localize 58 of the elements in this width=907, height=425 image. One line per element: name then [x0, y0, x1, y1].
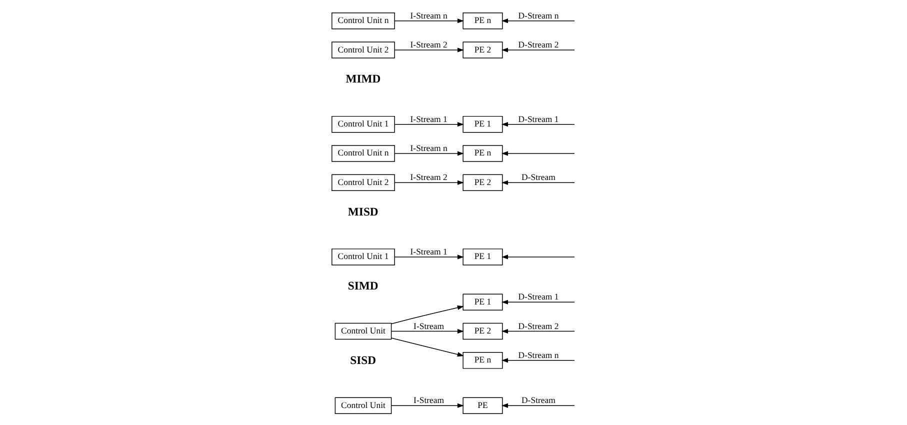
node-box: Control Unit n: [332, 12, 395, 30]
node-box: PE n: [462, 12, 503, 30]
label: MISD: [348, 205, 378, 218]
edge-label: D-Stream: [522, 172, 556, 182]
arrow: [501, 122, 575, 127]
node-box: PE 1: [462, 294, 503, 310]
edge-label: D-Stream n: [518, 350, 559, 360]
edge-label: I-Stream n: [410, 143, 448, 153]
arrow: [390, 328, 464, 334]
node-box: PE: [462, 397, 503, 414]
arrow: [394, 48, 464, 52]
node-box: Control Unit: [334, 397, 392, 414]
node-box: PE n: [462, 145, 503, 162]
node-box: Control Unit 2: [332, 174, 395, 191]
arrow: [501, 254, 575, 260]
edge-label: I-Stream: [414, 320, 444, 331]
arrow: [501, 48, 575, 52]
node-box: Control Unit n: [332, 145, 395, 162]
arrow: [390, 338, 464, 357]
node-box: PE 2: [462, 42, 503, 58]
edge-label: I-Stream n: [410, 10, 448, 20]
edge-label: D-Stream 2: [518, 40, 559, 50]
arrow: [501, 300, 575, 304]
edge-label: D-Stream n: [518, 10, 559, 20]
arrow: [501, 358, 575, 363]
node-box: Control Unit 1: [332, 116, 395, 133]
node-box: PE 2: [462, 174, 503, 191]
node-box: PE 1: [462, 116, 503, 133]
arrow: [390, 305, 464, 324]
edge-label: D-Stream: [522, 395, 556, 406]
arrow: [394, 254, 464, 260]
arrow: [501, 328, 575, 334]
edge-label: I-Stream: [414, 395, 444, 406]
arrow: [394, 18, 464, 24]
label: SISD: [350, 354, 376, 367]
arrow: [501, 403, 575, 408]
arrow: [501, 151, 575, 156]
edge-label: I-Stream 2: [410, 172, 448, 182]
label: SIMD: [348, 280, 378, 293]
arrow: [394, 122, 464, 127]
edge-label: I-Stream 2: [410, 40, 448, 50]
edge-label: D-Stream 2: [518, 320, 559, 331]
node-box: PE 2: [462, 322, 503, 340]
edge-label: I-Stream 1: [410, 114, 448, 124]
node-box: PE n: [462, 352, 503, 369]
arrow: [390, 403, 464, 408]
arrow: [501, 18, 575, 24]
arrow: [394, 151, 464, 156]
node-box: PE 1: [462, 248, 503, 266]
edge-label: D-Stream 1: [518, 292, 559, 302]
node-box: Control Unit: [334, 322, 392, 340]
edge-label: D-Stream 1: [518, 114, 559, 124]
node-box: Control Unit 1: [332, 248, 395, 266]
arrow: [501, 180, 575, 185]
label: MIMD: [346, 72, 381, 86]
edge-label: I-Stream 1: [410, 246, 448, 256]
arrow: [394, 180, 464, 185]
node-box: Control Unit 2: [332, 42, 395, 58]
